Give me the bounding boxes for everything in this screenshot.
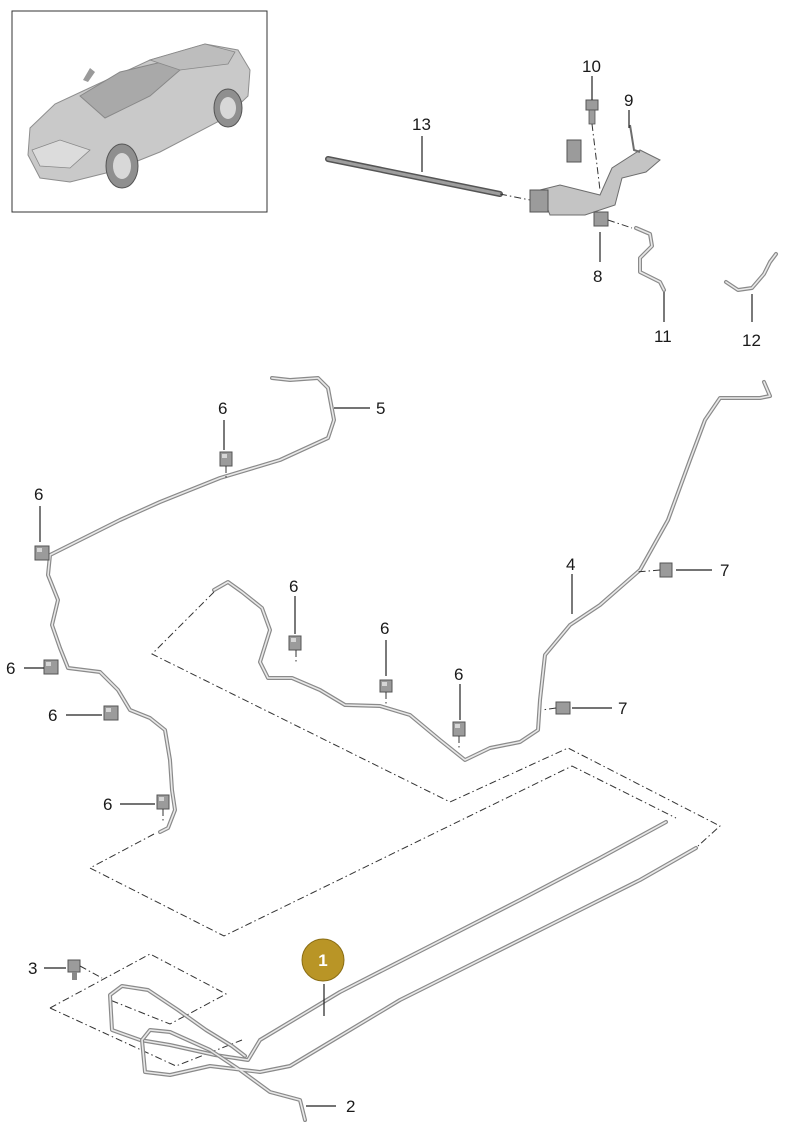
part-2-brake-line — [140, 846, 698, 1122]
callout-1-label: 1 — [318, 951, 327, 970]
vehicle-thumbnail — [11, 10, 268, 213]
callout-6-h[interactable]: 6 — [454, 665, 463, 684]
callout-4[interactable]: 4 — [566, 555, 575, 574]
part-12-brake-line — [724, 252, 778, 292]
callout-1-badge[interactable]: 1 — [301, 938, 345, 982]
clips — [34, 451, 673, 822]
callout-6-e[interactable]: 6 — [103, 795, 112, 814]
callout-6-d[interactable]: 6 — [48, 706, 57, 725]
callout-6-c[interactable]: 6 — [6, 659, 15, 678]
clip-6b — [34, 545, 50, 561]
relation-lines — [49, 591, 721, 1067]
clip-6g — [379, 679, 393, 693]
part-3-clip — [67, 959, 103, 980]
callout-10[interactable]: 10 — [582, 57, 601, 76]
callout-6-f[interactable]: 6 — [289, 577, 298, 596]
clip-6h — [452, 721, 466, 737]
callout-7-b[interactable]: 7 — [618, 699, 627, 718]
callout-8[interactable]: 8 — [593, 267, 602, 286]
clip-6c — [43, 659, 59, 675]
part-4-brake-line — [212, 380, 772, 762]
clip-6a — [219, 451, 233, 467]
callout-6-g[interactable]: 6 — [380, 619, 389, 638]
part-11-brake-line — [634, 226, 666, 292]
callout-13[interactable]: 13 — [412, 115, 431, 134]
clip-6f — [288, 635, 302, 651]
part-8-clip — [593, 211, 633, 229]
callout-3[interactable]: 3 — [28, 959, 37, 978]
part-5-brake-line — [46, 376, 336, 834]
callout-12[interactable]: 12 — [742, 331, 761, 350]
car-icon — [27, 43, 251, 189]
part-1-brake-line — [108, 820, 668, 1062]
clip-7a — [659, 562, 673, 578]
part-13-brake-hose — [325, 156, 541, 203]
leader-lines — [24, 76, 753, 1107]
callout-9[interactable]: 9 — [624, 91, 633, 110]
clip-6e — [156, 794, 170, 810]
part-9-bracket — [529, 124, 661, 216]
callout-5[interactable]: 5 — [376, 399, 385, 418]
part-10-bolt — [585, 99, 601, 191]
clip-6d — [103, 705, 119, 721]
callout-6-b[interactable]: 6 — [34, 485, 43, 504]
callout-6-a[interactable]: 6 — [218, 399, 227, 418]
clip-7b — [555, 701, 571, 715]
callout-7-a[interactable]: 7 — [720, 561, 729, 580]
callout-2[interactable]: 2 — [346, 1097, 355, 1116]
callout-11[interactable]: 11 — [654, 327, 672, 346]
